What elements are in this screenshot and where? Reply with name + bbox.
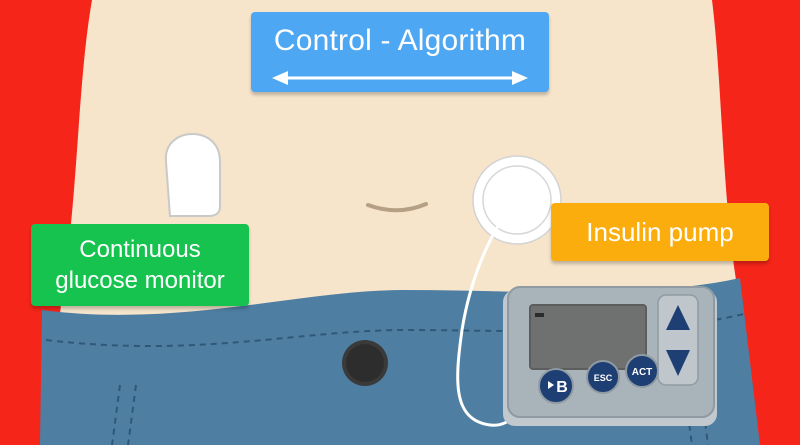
b-button[interactable]: B	[538, 368, 574, 404]
down-triangle-icon[interactable]	[666, 350, 690, 376]
pump-screen	[529, 304, 647, 370]
jeans-button-icon	[342, 340, 388, 386]
esc-button-label: ESC	[594, 373, 613, 383]
double-headed-arrow-icon	[272, 71, 528, 85]
cgm-label-line2: glucose monitor	[55, 267, 225, 294]
insulin-pump-label-box: Insulin pump	[551, 203, 769, 261]
control-algorithm-label-box: Control - Algorithm	[251, 12, 549, 92]
insulin-pump-label: Insulin pump	[586, 216, 734, 247]
esc-button[interactable]: ESC	[586, 360, 620, 394]
act-button-label: ACT	[632, 367, 653, 378]
glucose-sensor-icon	[164, 132, 221, 217]
control-algorithm-title: Control - Algorithm	[273, 24, 527, 57]
act-button[interactable]: ACT	[625, 354, 659, 388]
b-button-label: B	[556, 379, 568, 396]
cgm-label-box: Continuous glucose monitor	[31, 224, 249, 306]
cgm-label-line1: Continuous	[79, 236, 201, 263]
belly-button	[366, 202, 428, 213]
up-triangle-icon[interactable]	[666, 305, 690, 330]
